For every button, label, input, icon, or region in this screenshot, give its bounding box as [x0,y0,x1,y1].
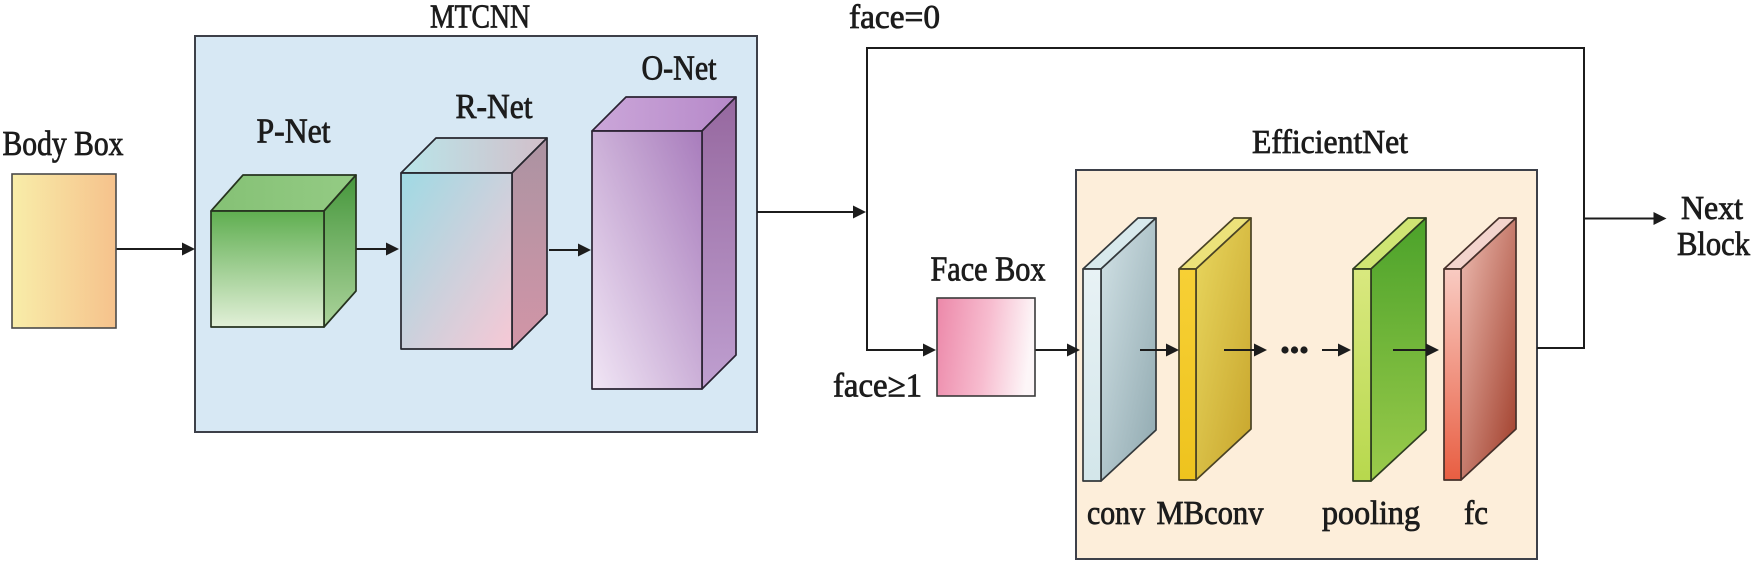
svg-text:O-Net: O-Net [642,49,717,88]
svg-text:Block: Block [1677,226,1750,263]
svg-text:MTCNN: MTCNN [430,0,530,36]
svg-text:pooling: pooling [1322,495,1420,532]
svg-text:Body Box: Body Box [3,124,124,163]
svg-text:R-Net: R-Net [456,87,533,126]
svg-text:Face Box: Face Box [931,250,1046,289]
svg-text:P-Net: P-Net [257,112,331,151]
svg-text:face=0: face=0 [849,0,940,36]
svg-text:Next: Next [1681,190,1744,227]
svg-text:conv: conv [1087,495,1145,532]
svg-text:fc: fc [1464,495,1488,532]
svg-text:face≥1: face≥1 [833,368,922,405]
svg-text:MBconv: MBconv [1157,495,1264,532]
svg-text:EfficientNet: EfficientNet [1252,124,1409,161]
